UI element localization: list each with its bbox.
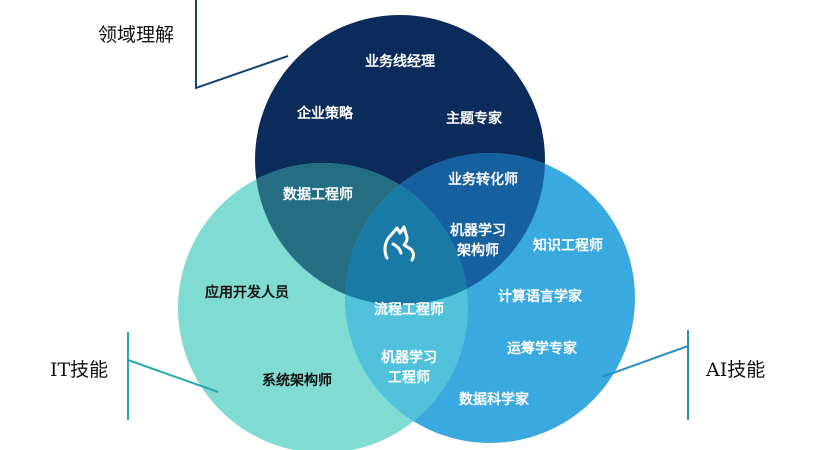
label-business-transformation: 业务转化师 <box>448 172 518 188</box>
it-callout-diagonal <box>127 359 219 393</box>
label-computational-linguist: 计算语言学家 <box>498 289 582 305</box>
label-business-line-manager: 业务线经理 <box>365 54 435 70</box>
label-app-developer: 应用开发人员 <box>205 285 289 301</box>
ai-callout-diagonal <box>601 345 689 378</box>
label-operations-research: 运筹学专家 <box>507 341 577 357</box>
ai-title: AI技能 <box>706 359 766 381</box>
label-knowledge-engineer: 知识工程师 <box>533 238 603 254</box>
label-ml-architect: 机器学习 架构师 <box>450 223 506 259</box>
label-system-architect: 系统架构师 <box>262 373 332 389</box>
hand-sign-logo-icon <box>383 225 415 262</box>
domain-callout-line <box>195 0 289 90</box>
domain-title: 领域理解 <box>98 24 175 46</box>
label-process-engineer: 流程工程师 <box>374 302 444 318</box>
center-overlap <box>345 163 468 305</box>
label-ml-engineer: 机器学习 工程师 <box>381 350 437 386</box>
label-data-engineer: 数据工程师 <box>283 187 353 203</box>
label-data-scientist: 数据科学家 <box>459 392 529 408</box>
label-subject-expert: 主题专家 <box>446 111 502 127</box>
it-title: IT技能 <box>50 359 109 381</box>
label-enterprise-strategy: 企业策略 <box>297 106 353 122</box>
